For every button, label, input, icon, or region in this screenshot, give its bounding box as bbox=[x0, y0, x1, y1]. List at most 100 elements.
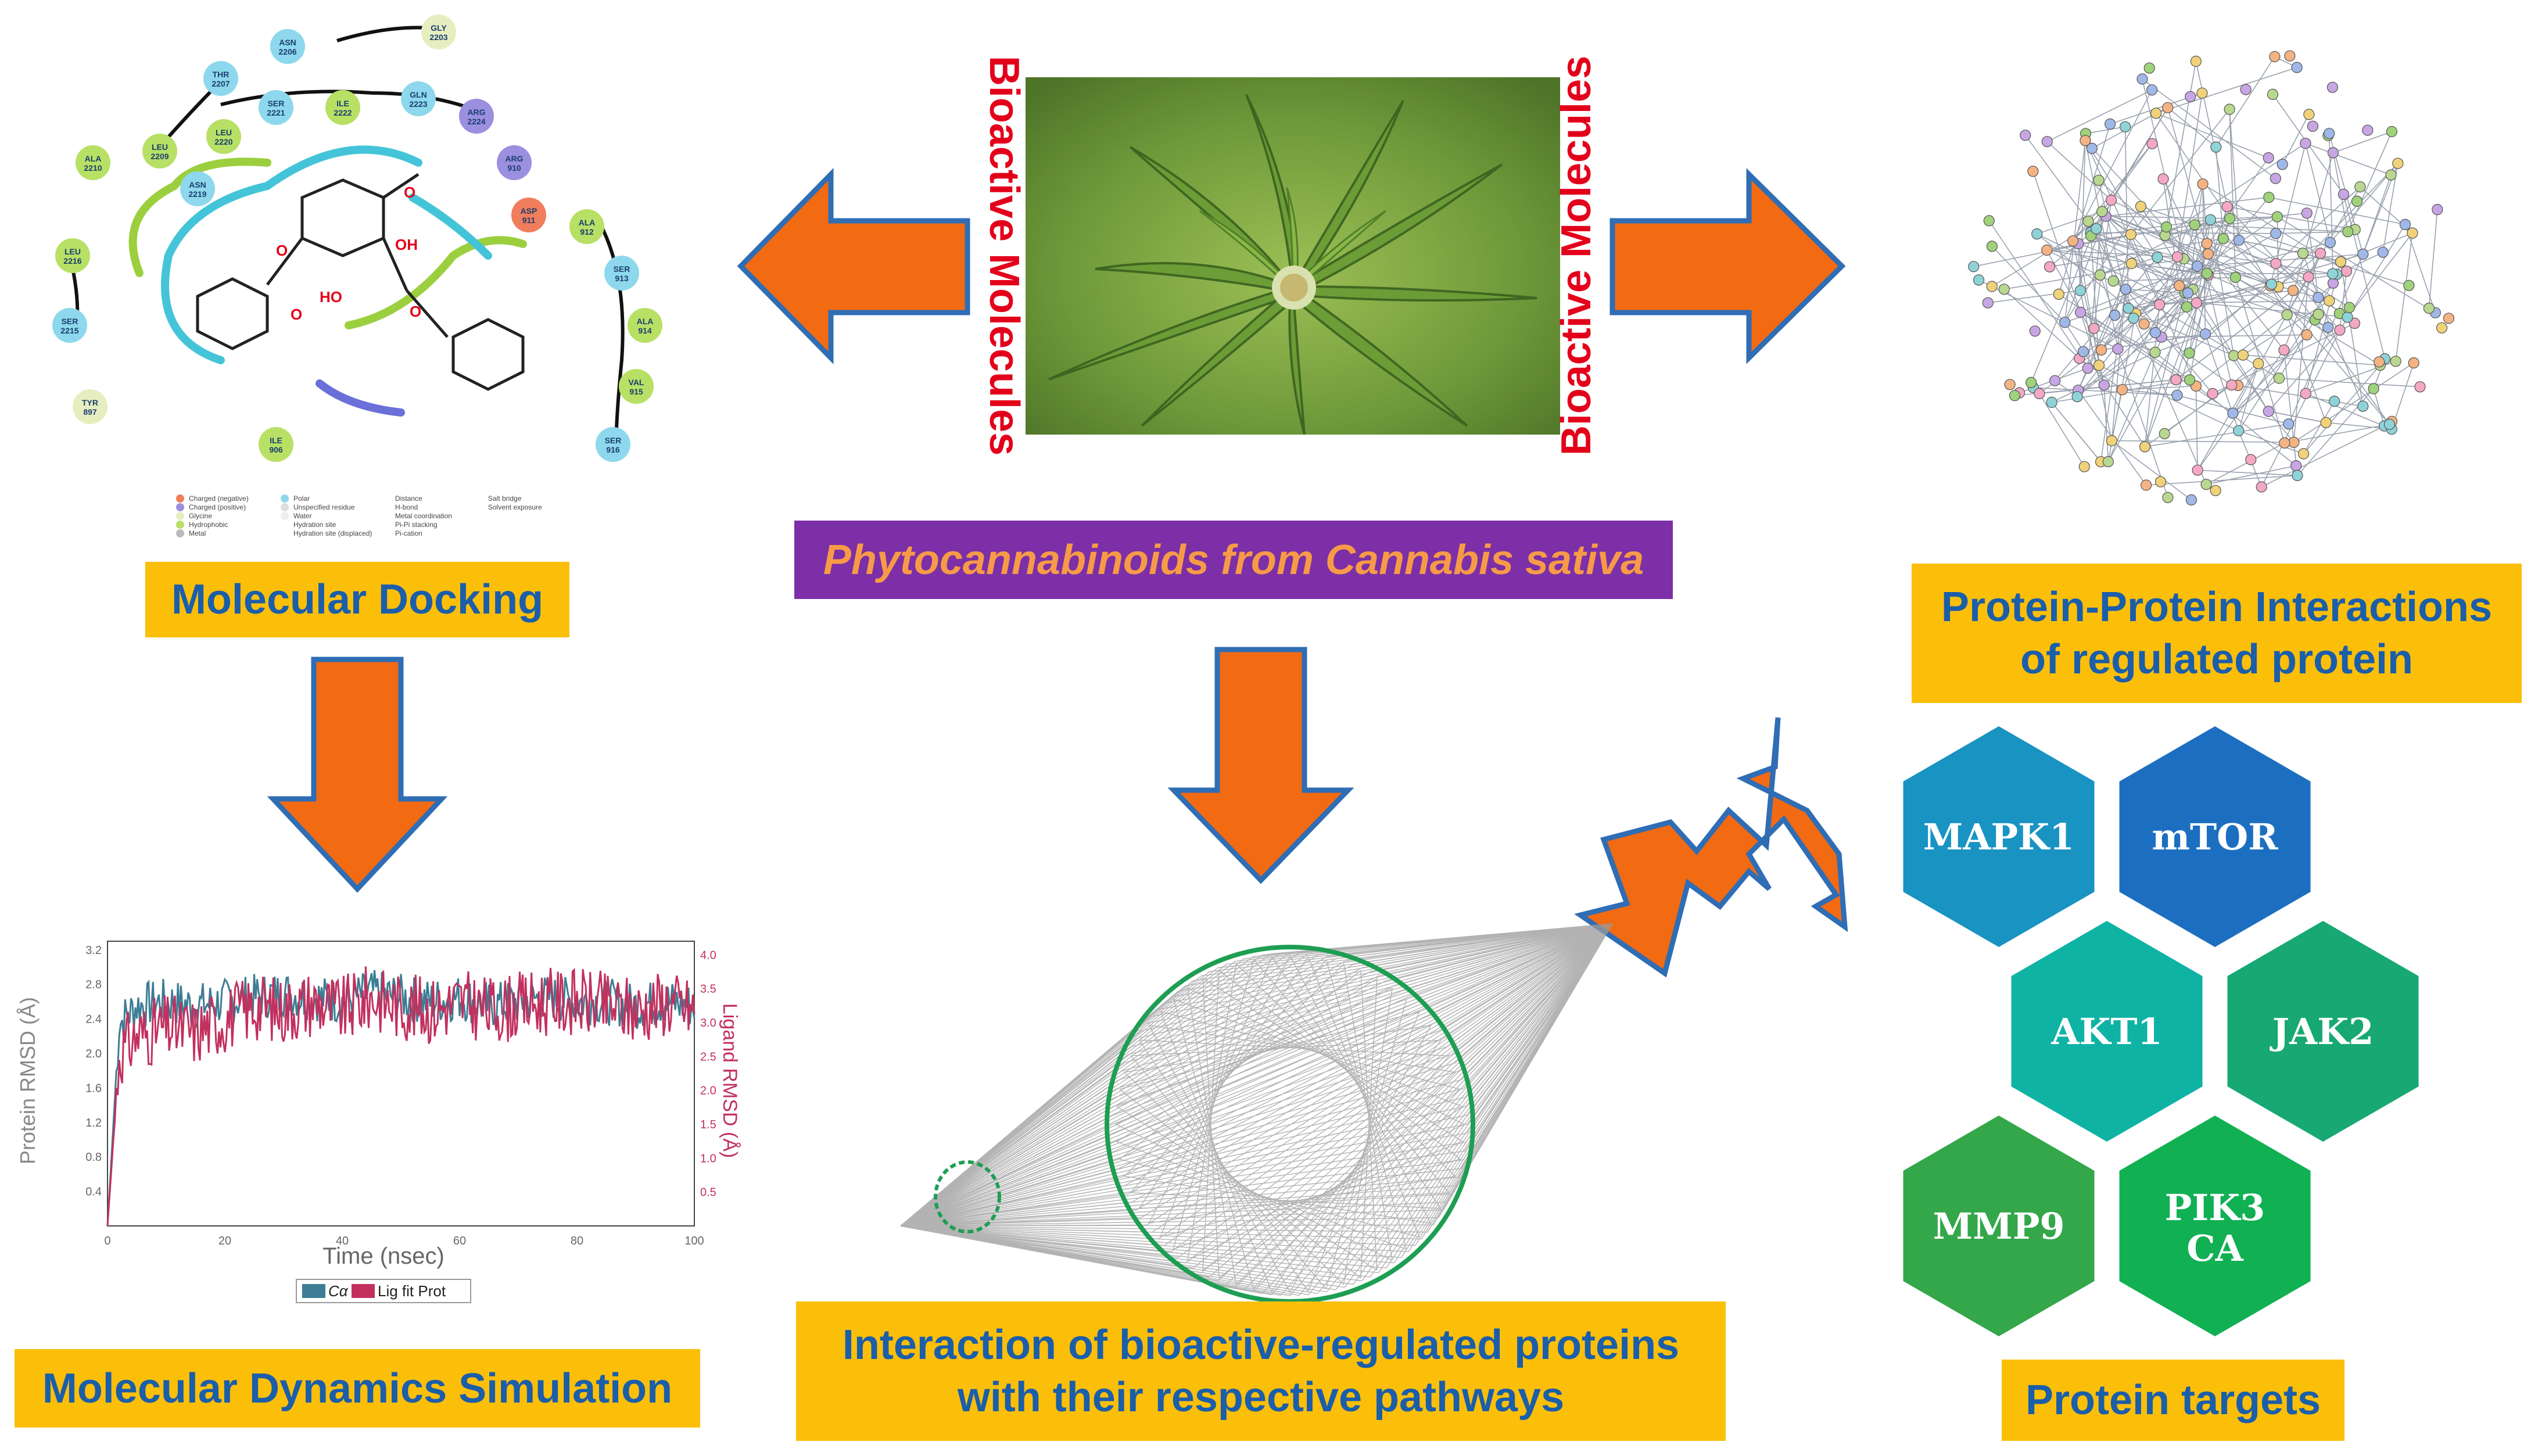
ppi-node bbox=[2181, 301, 2193, 313]
ppi-node bbox=[2109, 309, 2121, 321]
svg-text:Salt bridge: Salt bridge bbox=[488, 494, 522, 503]
ppi-node bbox=[1982, 297, 1994, 309]
cannabis-photo bbox=[1026, 77, 1560, 435]
svg-text:THR: THR bbox=[213, 70, 230, 79]
svg-text:ALA: ALA bbox=[579, 218, 596, 227]
ppi-node bbox=[2082, 216, 2094, 227]
ppi-node bbox=[2342, 311, 2353, 323]
svg-text:O: O bbox=[276, 242, 288, 259]
svg-text:O: O bbox=[410, 303, 421, 320]
ppi-node bbox=[2327, 147, 2339, 159]
ppi-node bbox=[2077, 346, 2089, 357]
pathway-label-line1: Interaction of bioactive-regulated prote… bbox=[842, 1322, 1680, 1368]
md-y-right-tick: 1.5 bbox=[700, 1118, 716, 1131]
ppi-node bbox=[2253, 358, 2264, 370]
svg-text:LEU: LEU bbox=[216, 128, 232, 137]
ppi-node bbox=[2153, 299, 2166, 310]
ppi-node bbox=[2210, 485, 2221, 496]
ppi-node bbox=[2297, 448, 2310, 460]
ppi-node bbox=[2314, 248, 2326, 259]
ppi-node bbox=[2125, 228, 2136, 241]
ppi-node bbox=[2227, 407, 2239, 419]
ppi-node bbox=[2436, 322, 2448, 333]
md-y-right-tick: 2.5 bbox=[700, 1050, 716, 1063]
svg-text:SER: SER bbox=[62, 317, 78, 326]
ppi-node bbox=[2284, 50, 2296, 62]
ppi-node bbox=[2217, 233, 2229, 245]
svg-text:LEU: LEU bbox=[152, 142, 168, 152]
ppi-node bbox=[2351, 195, 2363, 207]
hex-label: MAPK1 bbox=[1923, 816, 2074, 858]
ppi-node bbox=[2386, 125, 2398, 138]
ppi-node bbox=[2226, 379, 2238, 391]
ppi-node bbox=[2182, 287, 2194, 299]
ppi-node bbox=[2221, 201, 2233, 213]
ppi-node bbox=[2338, 188, 2350, 200]
svg-text:Charged (positive): Charged (positive) bbox=[189, 503, 246, 511]
svg-text:SER: SER bbox=[614, 264, 630, 274]
ppi-node bbox=[2301, 207, 2313, 219]
ppi-node bbox=[2224, 213, 2236, 224]
svg-text:2223: 2223 bbox=[409, 99, 427, 109]
ppi-node bbox=[2320, 417, 2332, 428]
ppi-node bbox=[2192, 260, 2203, 272]
ppi-node bbox=[2192, 464, 2203, 476]
ppi-node bbox=[2237, 349, 2249, 361]
svg-text:H-bond: H-bond bbox=[395, 503, 418, 511]
ppi-node bbox=[2354, 181, 2366, 193]
svg-text:Solvent exposure: Solvent exposure bbox=[488, 503, 542, 511]
svg-text:TYR: TYR bbox=[82, 398, 98, 407]
svg-text:Pi-cation: Pi-cation bbox=[395, 529, 422, 537]
ppi-node bbox=[2271, 211, 2283, 223]
svg-text:916: 916 bbox=[606, 445, 620, 454]
pathway-label-line2: with their respective pathways bbox=[957, 1374, 1565, 1421]
ppi-label-line1: Protein-Protein Interactions bbox=[1941, 584, 2493, 630]
svg-text:O: O bbox=[404, 184, 415, 201]
ppi-node bbox=[2307, 120, 2319, 132]
ppi-node bbox=[2146, 84, 2158, 96]
arrow-down-left bbox=[267, 657, 448, 893]
ppi-node bbox=[2174, 280, 2185, 292]
ppi-node bbox=[2128, 313, 2139, 324]
ppi-node bbox=[2301, 329, 2313, 340]
ppi-node bbox=[2263, 406, 2274, 417]
ppi-node bbox=[2233, 425, 2245, 436]
svg-text:SER: SER bbox=[605, 436, 622, 445]
ppi-node bbox=[2071, 391, 2083, 403]
ppi-node bbox=[2408, 357, 2419, 369]
svg-text:LEU: LEU bbox=[64, 247, 81, 256]
md-y-right-tick: 0.5 bbox=[700, 1186, 716, 1199]
ppi-network bbox=[1935, 17, 2493, 540]
ppi-node bbox=[2199, 328, 2211, 340]
ppi-node bbox=[2029, 325, 2041, 337]
svg-text:2221: 2221 bbox=[267, 108, 285, 117]
hex-jak2: JAK2 bbox=[2227, 921, 2419, 1142]
ppi-node bbox=[2046, 396, 2057, 408]
md-simulation-label: Molecular Dynamics Simulation bbox=[15, 1349, 700, 1428]
md-x-tick: 80 bbox=[571, 1235, 583, 1247]
ppi-node bbox=[2027, 166, 2039, 177]
phytocannabinoid-label: Phytocannabinoids from Cannabis sativa bbox=[794, 521, 1673, 599]
ppi-node bbox=[2159, 428, 2170, 440]
ppi-node bbox=[1986, 241, 1998, 252]
ppi-node bbox=[2059, 317, 2071, 328]
svg-text:2215: 2215 bbox=[60, 326, 78, 335]
ppi-node bbox=[2157, 173, 2169, 185]
md-x-tick: 20 bbox=[218, 1235, 231, 1247]
ppi-node bbox=[2368, 383, 2379, 395]
ppi-node bbox=[2150, 107, 2162, 119]
md-ylabel-left: Protein RMSD (Å) bbox=[16, 997, 40, 1164]
ppi-node bbox=[2105, 118, 2116, 130]
ppi-node bbox=[2362, 124, 2374, 136]
ppi-node bbox=[2139, 441, 2151, 453]
ppi-node bbox=[2278, 344, 2290, 356]
ppi-node bbox=[2335, 256, 2347, 268]
ppi-node bbox=[2185, 494, 2197, 506]
svg-text:ILE: ILE bbox=[270, 436, 282, 445]
ppi-node bbox=[2170, 374, 2182, 386]
pathway-network bbox=[877, 918, 1633, 1304]
ppi-node bbox=[2390, 356, 2401, 367]
ppi-node bbox=[2135, 200, 2146, 212]
hex-label: MMP9 bbox=[1933, 1205, 2064, 1247]
